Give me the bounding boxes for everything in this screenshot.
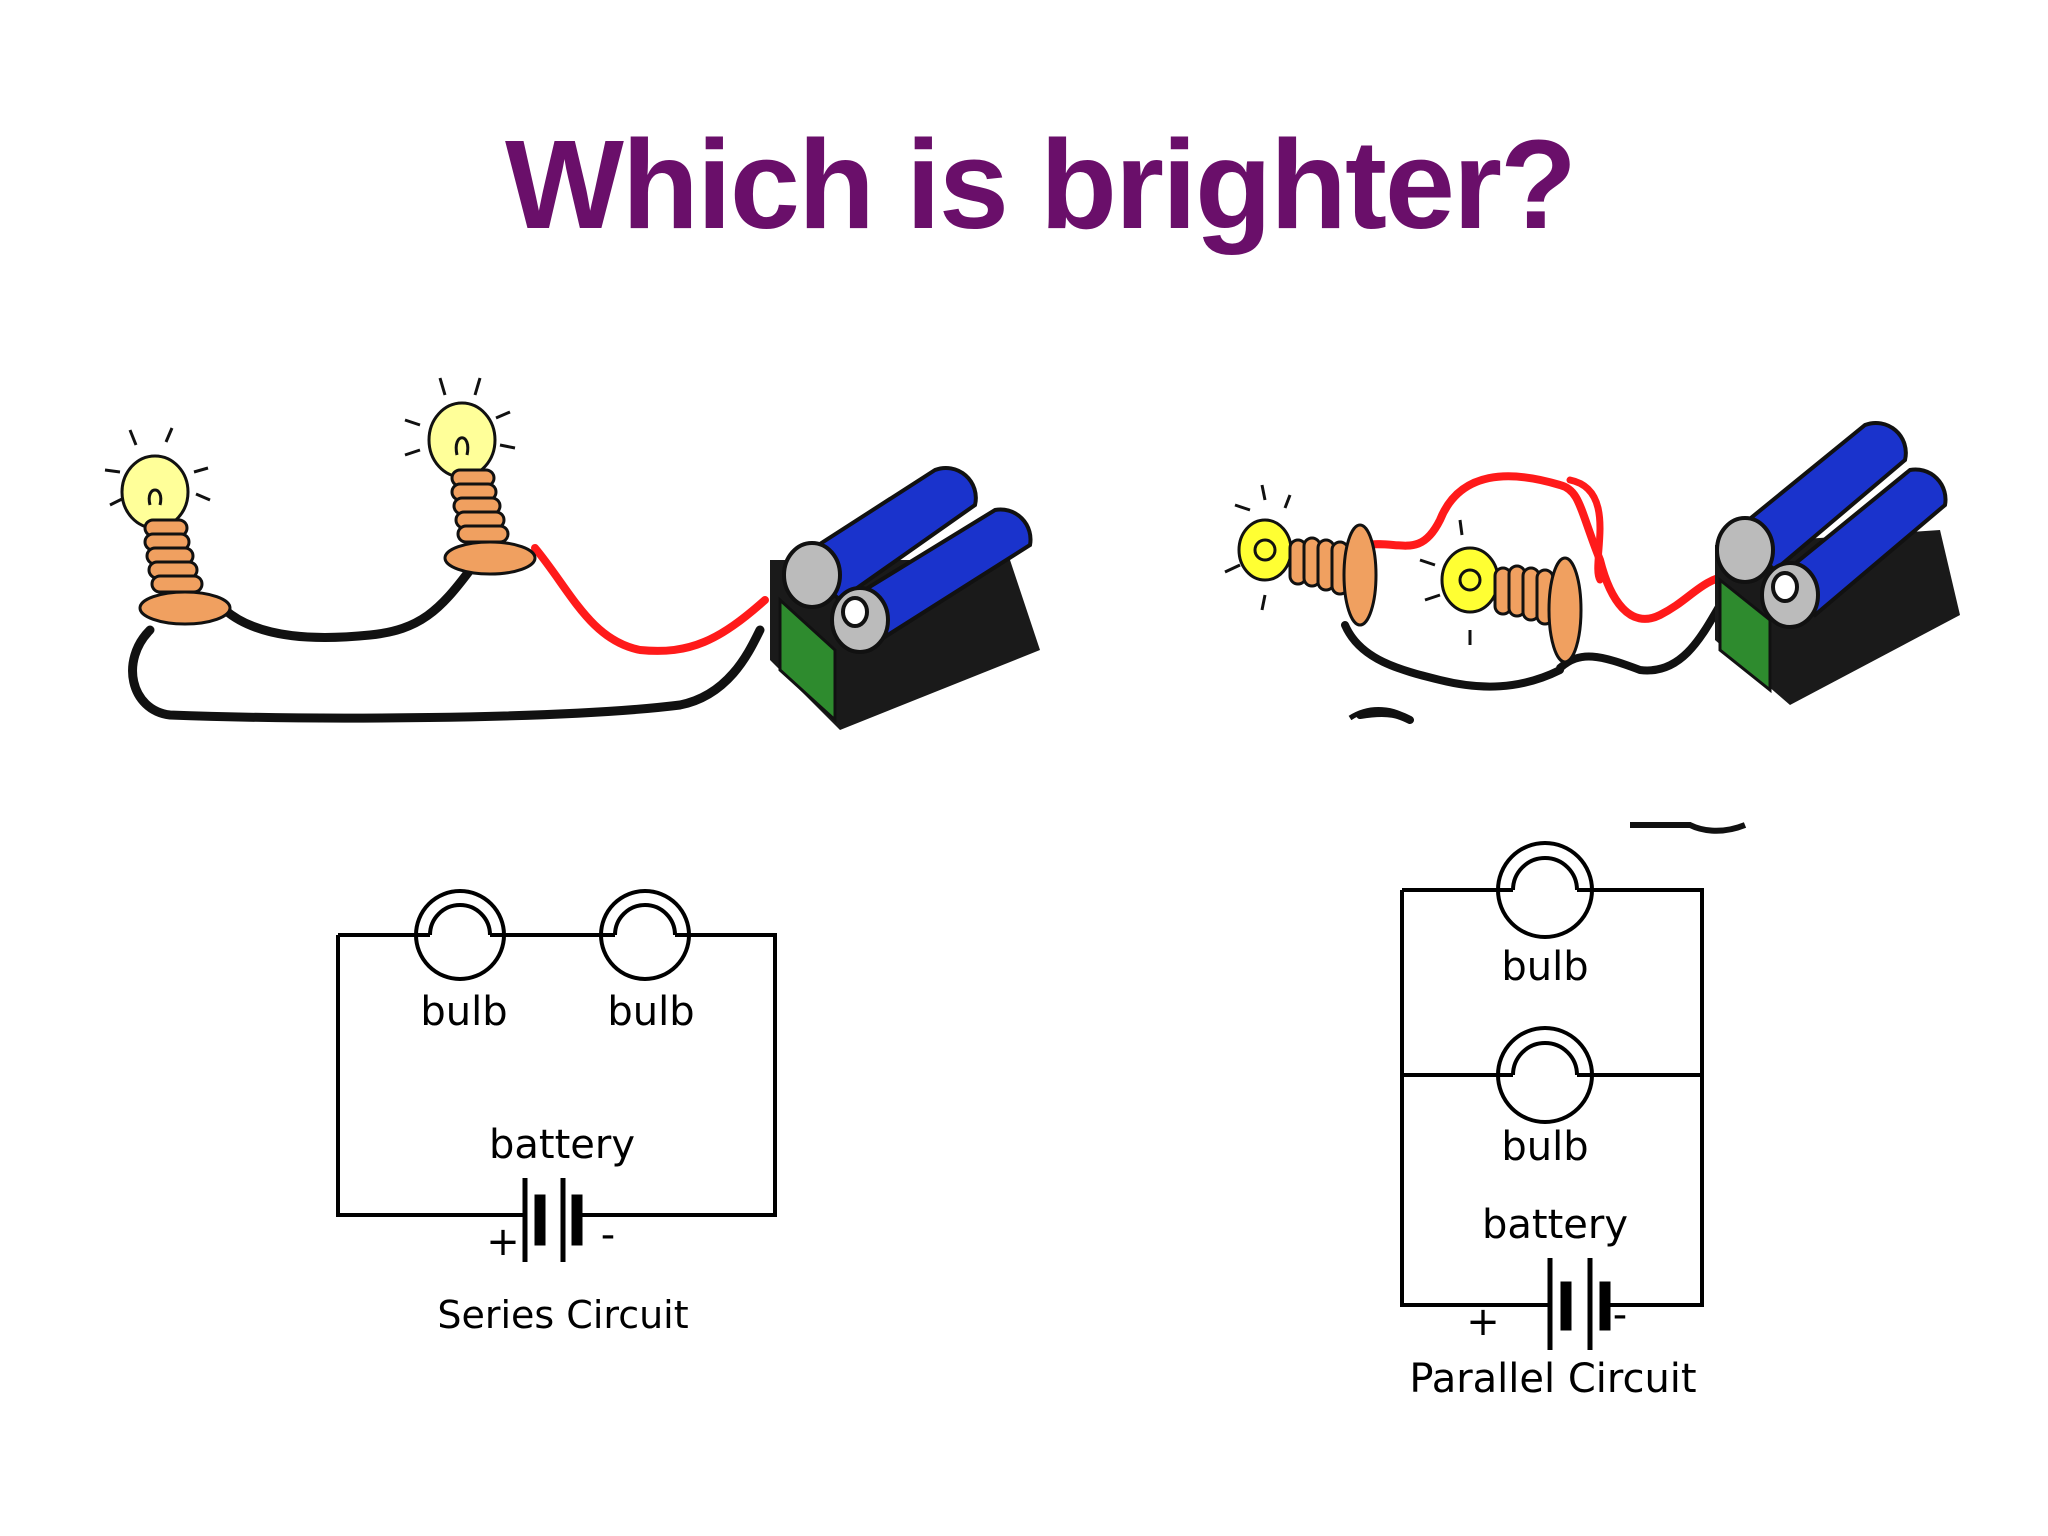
parallel-minus-sign: - xyxy=(1613,1292,1627,1338)
series-schematic: bulb bulb battery + - Series Circuit xyxy=(336,889,777,1337)
series-schematic-wire xyxy=(336,933,777,1217)
parallel-battery-label: battery xyxy=(1482,1202,1628,1248)
parallel-schematic: bulb bulb battery + - Parallel Circuit xyxy=(1400,841,1704,1402)
parallel-lightbulb-1 xyxy=(1224,484,1378,627)
series-battery-symbol xyxy=(522,1178,590,1262)
series-lightbulb-1 xyxy=(104,427,232,626)
series-battery-label: battery xyxy=(489,1122,635,1168)
series-illustration xyxy=(104,377,1040,730)
parallel-plus-sign: + xyxy=(1466,1299,1500,1345)
series-battery-pack xyxy=(770,466,1040,730)
parallel-lightbulb-2 xyxy=(1419,519,1583,664)
parallel-illustration xyxy=(1224,421,1960,834)
stray-mark-1 xyxy=(1348,707,1412,723)
parallel-circuit-caption: Parallel Circuit xyxy=(1409,1356,1696,1402)
parallel-battery-pack xyxy=(1715,421,1960,705)
series-wire-black xyxy=(128,565,765,723)
series-circuit-caption: Series Circuit xyxy=(437,1293,688,1337)
parallel-bulb-2-label: bulb xyxy=(1501,1124,1588,1170)
parallel-bulb-symbol-1 xyxy=(1496,841,1594,939)
parallel-bulb-symbol-2 xyxy=(1496,1026,1594,1124)
parallel-schematic-wire xyxy=(1400,888,1704,1307)
series-bulb-symbol-2 xyxy=(599,889,691,981)
parallel-wire-black xyxy=(1341,601,1724,724)
parallel-wire-red-2 xyxy=(1566,476,1604,584)
parallel-wire-red xyxy=(1361,472,1734,623)
parallel-bulb-1-label: bulb xyxy=(1501,944,1588,990)
series-minus-sign: - xyxy=(601,1212,615,1258)
series-bulb-2-label: bulb xyxy=(607,989,694,1035)
stray-mark-2 xyxy=(1630,822,1747,834)
series-plus-sign: + xyxy=(486,1219,520,1265)
series-bulb-symbol-1 xyxy=(414,889,506,981)
series-lightbulb-2 xyxy=(404,377,537,576)
parallel-battery-symbol xyxy=(1547,1258,1611,1350)
series-bulb-1-label: bulb xyxy=(420,989,507,1035)
series-wire-red xyxy=(531,544,769,655)
slide-title: Which is brighter? xyxy=(504,114,1577,255)
